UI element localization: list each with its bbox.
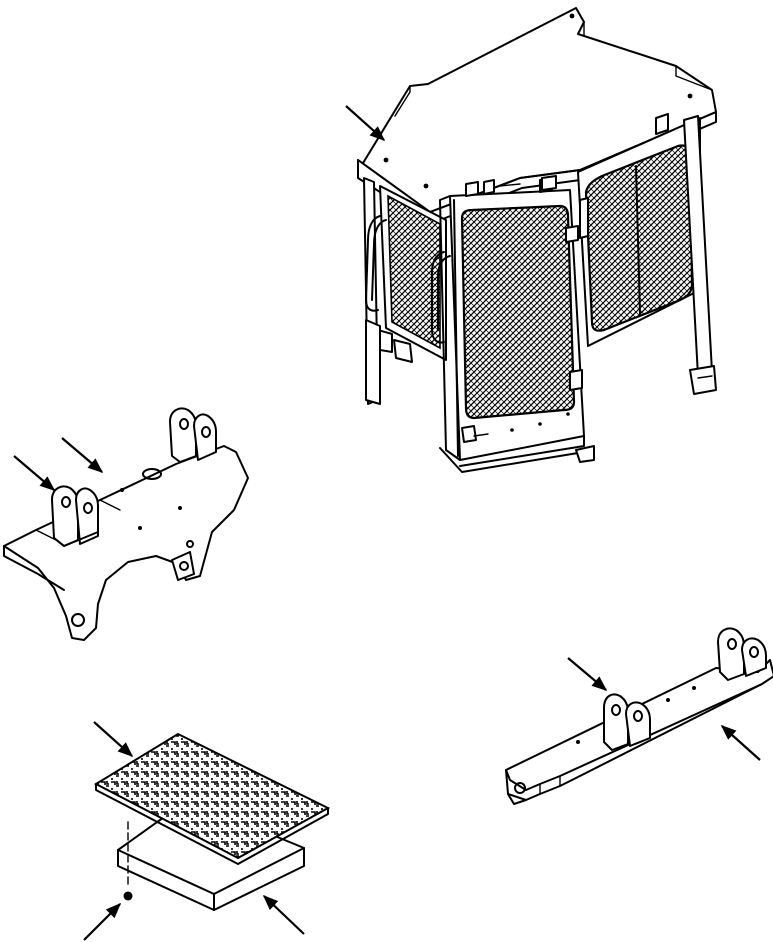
mat-fastener (123, 891, 133, 901)
front-bracket-lug-left (51, 485, 79, 547)
callout-arrow-floor-mat (93, 721, 134, 758)
front-bracket-plate (3, 445, 249, 641)
floor-mat (93, 732, 331, 860)
callout-arrow-cab (345, 105, 386, 142)
rear-bracket-lug-right (717, 627, 745, 681)
cab-door-window (460, 204, 576, 420)
callout-arrow-fastener (83, 902, 122, 941)
cab-assembly (357, 7, 717, 473)
callout-arrow-floor-pad (262, 894, 305, 935)
rear-bracket-lug-left (603, 693, 629, 751)
callout-arrow-rear-bracket (720, 724, 761, 761)
callout-arrows (13, 105, 761, 941)
callout-arrow-front-bracket (61, 437, 104, 473)
front-bracket-lug-right (169, 407, 197, 463)
floor-mat-and-pad (93, 732, 331, 911)
rear-mounting-bracket (505, 627, 773, 805)
callout-arrow-front-lug (13, 455, 56, 491)
callout-arrow-rear-lug (567, 657, 608, 691)
front-mounting-bracket (3, 407, 249, 641)
